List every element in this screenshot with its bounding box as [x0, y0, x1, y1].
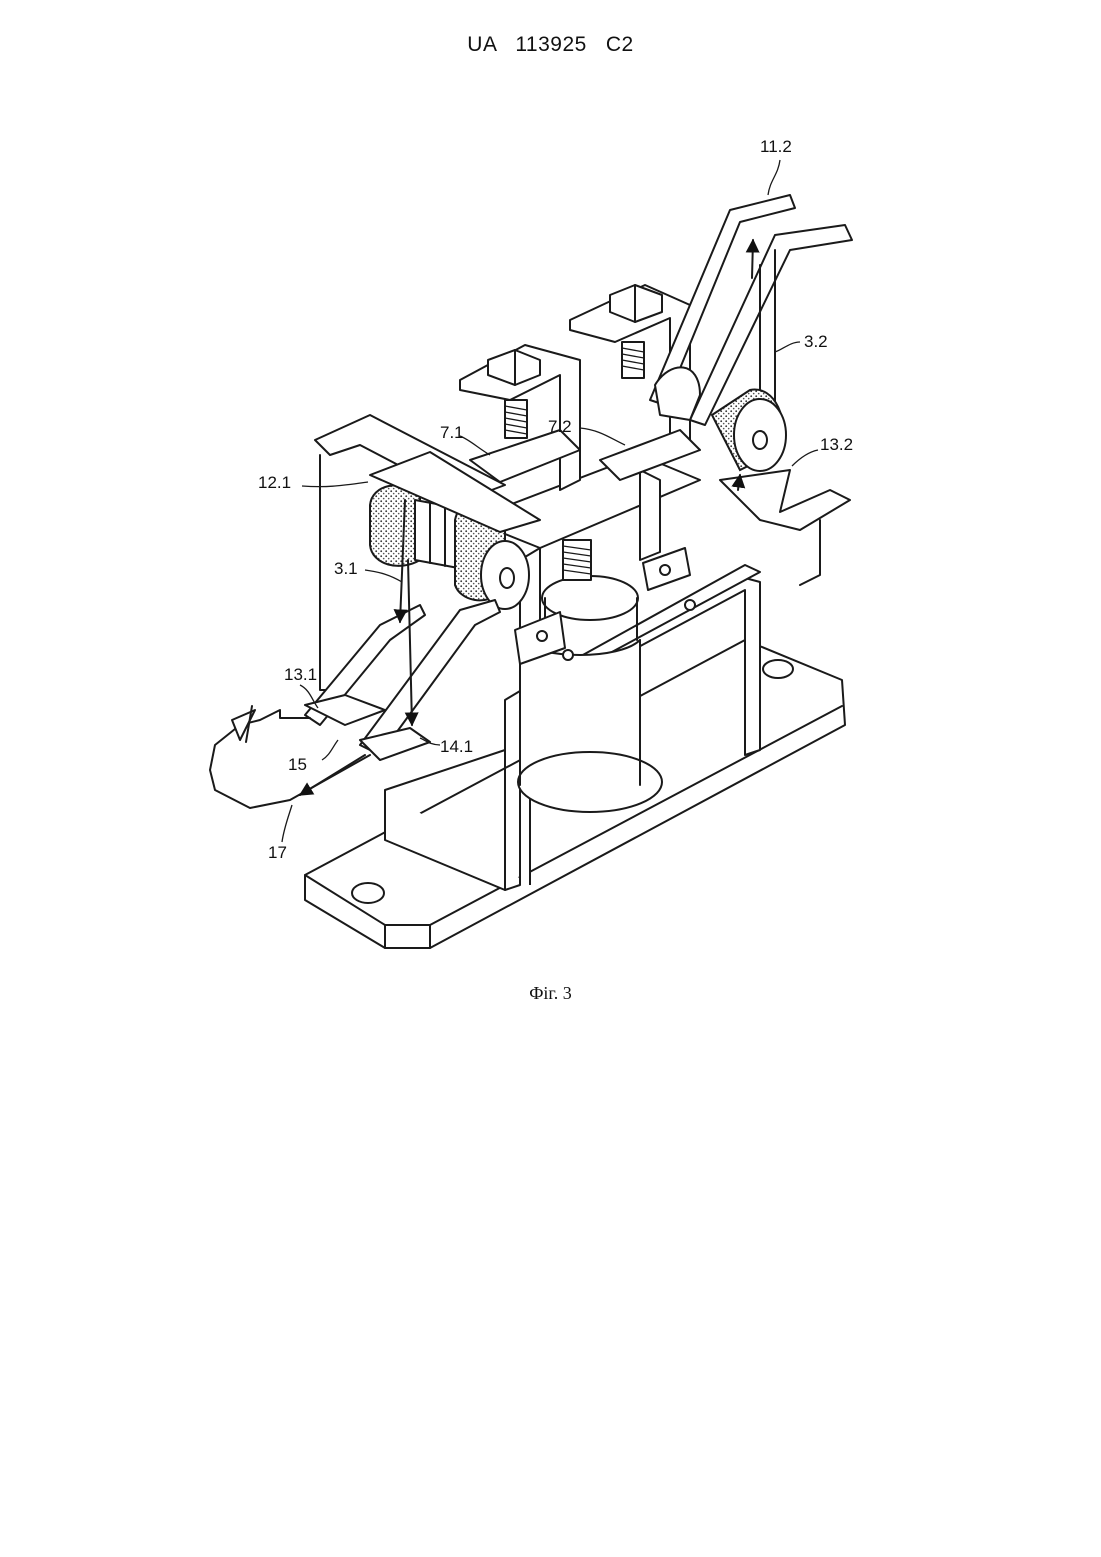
label-12-1: 12.1 — [258, 473, 291, 492]
center-spring — [563, 540, 591, 580]
mounting-hole — [763, 660, 793, 678]
label-11-2: 11.2 — [760, 137, 792, 156]
label-14-1: 14.1 — [440, 737, 473, 756]
label-15: 15 — [288, 755, 307, 774]
label-17: 17 — [268, 843, 287, 862]
label-3-1: 3.1 — [334, 559, 358, 578]
label-13-2: 13.2 — [820, 435, 853, 454]
label-7-1: 7.1 — [440, 423, 464, 442]
figure-caption: Фіг. 3 — [0, 983, 1101, 1004]
label-13-1: 13.1 — [284, 665, 317, 684]
label-3-2: 3.2 — [804, 332, 828, 351]
mounting-hole — [352, 883, 384, 903]
label-7-2: 7.2 — [548, 417, 572, 436]
